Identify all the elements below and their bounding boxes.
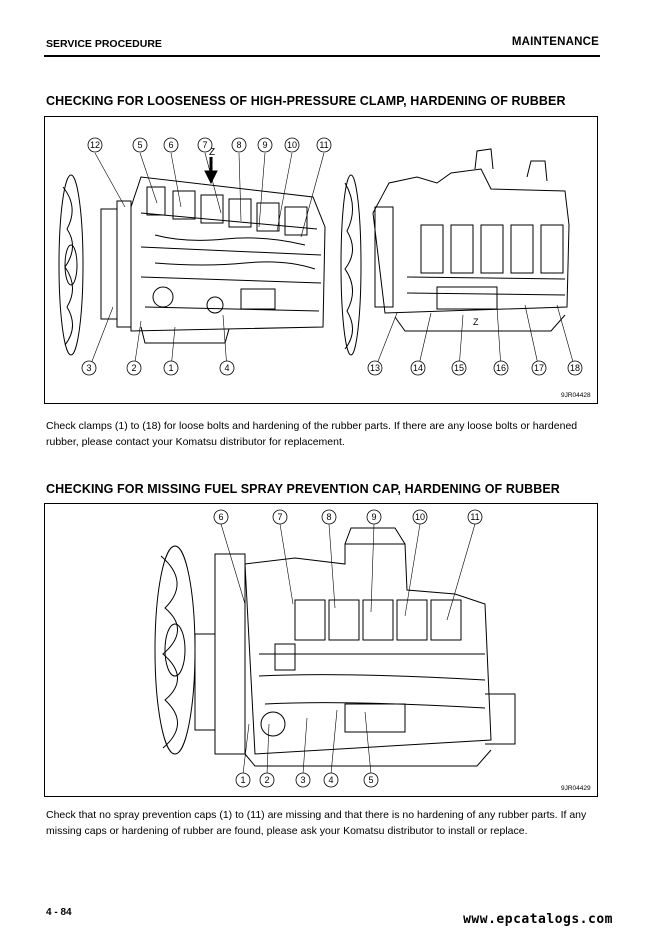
watermark-text: www.epcatalogs.com (463, 912, 613, 927)
callout-4: 4 (219, 360, 235, 376)
engine-right (372, 148, 570, 332)
fan-engine2 (154, 545, 196, 755)
callout2-9: 9 (366, 509, 382, 525)
callout-5: 5 (132, 137, 148, 153)
callout-13: 13 (367, 360, 383, 376)
svg-text:9: 9 (371, 512, 376, 522)
svg-text:6: 6 (168, 140, 173, 150)
header-section-label: SERVICE PROCEDURE (46, 38, 162, 50)
svg-text:17: 17 (534, 363, 544, 373)
svg-text:8: 8 (236, 140, 241, 150)
svg-text:7: 7 (202, 140, 207, 150)
svg-text:11: 11 (470, 512, 479, 522)
callout-17: 17 (531, 360, 547, 376)
callout-3: 3 (81, 360, 97, 376)
callouts-bottom-2: 1 2 3 4 5 (235, 772, 379, 788)
svg-text:7: 7 (277, 512, 282, 522)
engine-body-2 (194, 527, 516, 767)
callouts-top-2: 6 7 8 9 10 11 (213, 509, 483, 525)
callout2-1: 1 (235, 772, 251, 788)
svg-text:4: 4 (328, 775, 333, 785)
svg-text:3: 3 (300, 775, 305, 785)
section2-body-text: Check that no spray prevention caps (1) … (46, 809, 587, 837)
svg-text:4: 4 (224, 363, 229, 373)
callout2-5: 5 (363, 772, 379, 788)
callout-18: 18 (567, 360, 583, 376)
header-rule (44, 55, 600, 57)
callout2-11: 11 (467, 509, 483, 525)
svg-text:8: 8 (326, 512, 331, 522)
section2-title: CHECKING FOR MISSING FUEL SPRAY PREVENTI… (46, 482, 560, 496)
svg-text:1: 1 (240, 775, 245, 785)
callout-10: 10 (284, 137, 300, 153)
callouts-top: 12 5 6 7 8 9 10 11 (87, 137, 332, 153)
view-z-label-right: Z (473, 317, 479, 327)
section1-title: CHECKING FOR LOOSENESS OF HIGH-PRESSURE … (46, 94, 566, 108)
svg-text:2: 2 (264, 775, 269, 785)
callout-11: 11 (316, 137, 332, 153)
svg-text:14: 14 (413, 363, 423, 373)
callout2-3: 3 (295, 772, 311, 788)
callout-2: 2 (126, 360, 142, 376)
page-number: 4 - 84 (46, 907, 72, 918)
svg-text:9: 9 (262, 140, 267, 150)
view-z-label: Z (209, 147, 215, 158)
engine-diagram-clamps: Z Z 12 5 6 7 8 9 10 11 3 2 1 4 13 14 15 … (58, 137, 591, 399)
callout2-7: 7 (272, 509, 288, 525)
callout2-6: 6 (213, 509, 229, 525)
svg-text:6: 6 (218, 512, 223, 522)
svg-text:12: 12 (90, 140, 100, 150)
svg-text:13: 13 (370, 363, 380, 373)
callout2-2: 2 (259, 772, 275, 788)
callout-15: 15 (451, 360, 467, 376)
figure-spray-caps: 6 7 8 9 10 11 1 2 3 4 5 9JR04429 (44, 503, 598, 797)
svg-text:15: 15 (454, 363, 464, 373)
fan-left (58, 174, 84, 356)
callout-8: 8 (231, 137, 247, 153)
figure-code: 9JR04428 (561, 392, 591, 399)
callout-6: 6 (163, 137, 179, 153)
svg-text:18: 18 (570, 363, 580, 373)
figure-code-2: 9JR04429 (561, 785, 591, 792)
header-chapter-label: MAINTENANCE (511, 36, 599, 48)
svg-text:2: 2 (131, 363, 136, 373)
svg-text:11: 11 (319, 140, 328, 150)
svg-text:3: 3 (86, 363, 91, 373)
svg-text:10: 10 (287, 140, 297, 150)
svg-text:1: 1 (168, 363, 173, 373)
callout-7: 7 (197, 137, 213, 153)
callouts-bottom-left: 3 2 1 4 (81, 360, 235, 376)
svg-text:5: 5 (368, 775, 373, 785)
callout-16: 16 (493, 360, 509, 376)
section1-body-text: Check clamps (1) to (18) for loose bolts… (46, 420, 578, 448)
callouts-bottom-right: 13 14 15 16 17 18 (367, 360, 583, 376)
svg-text:16: 16 (496, 363, 506, 373)
svg-text:5: 5 (137, 140, 142, 150)
callout-1: 1 (163, 360, 179, 376)
callout2-10: 10 (412, 509, 428, 525)
callout2-4: 4 (323, 772, 339, 788)
svg-text:10: 10 (415, 512, 425, 522)
callout-9: 9 (257, 137, 273, 153)
figure-clamps: Z Z 12 5 6 7 8 9 10 11 3 2 1 4 13 14 15 … (44, 116, 598, 404)
engine-left (100, 176, 326, 344)
engine-diagram-spray-caps: 6 7 8 9 10 11 1 2 3 4 5 9JR04429 (154, 509, 591, 792)
callout2-8: 8 (321, 509, 337, 525)
callout-12: 12 (87, 137, 103, 153)
fan-right (340, 174, 362, 356)
callout-14: 14 (410, 360, 426, 376)
